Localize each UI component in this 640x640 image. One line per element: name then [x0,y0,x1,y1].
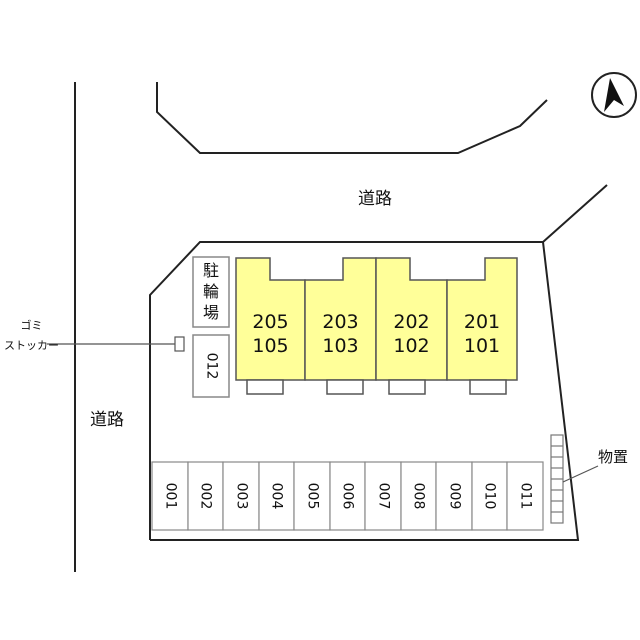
bicycle-parking-box [192,256,230,328]
parking-stall: 009 [436,462,472,530]
stall-label: 005 [303,482,320,510]
stall-label: 007 [374,482,391,510]
unit-201-101: 201 101 [447,310,517,358]
road-label-top: 道路 [358,189,392,209]
unit-upper: 201 [463,311,501,333]
stall-label: 011 [516,482,533,510]
storage-shed [550,434,564,524]
stall-label: 008 [410,482,427,510]
stall-label: 001 [161,482,178,510]
unit-203-103: 203 103 [305,310,376,358]
parking-stall: 006 [330,462,365,530]
unit-lower: 103 [322,335,359,357]
parking-stall: 003 [223,462,259,530]
parking-stall: 011 [507,462,543,530]
road-label-left: 道路 [90,410,124,430]
parking-stall: 010 [472,462,507,530]
stall-012-label: 012 [202,352,219,380]
top-road-boundary [156,82,548,154]
unit-upper: 202 [393,311,430,333]
storage-label: 物置 [598,448,629,466]
parking-stall: 005 [294,462,330,530]
parking-stall: 002 [188,462,223,530]
unit-upper: 205 [252,311,289,333]
unit-205-105: 205 105 [236,310,305,358]
stall-label: 010 [481,482,498,510]
garbage-stocker-box [174,336,185,352]
north-compass-icon [591,72,637,118]
unit-202-102: 202 102 [376,310,447,358]
parking-stall: 007 [365,462,401,530]
unit-lower: 105 [252,335,289,357]
unit-lower: 101 [463,335,501,357]
stall-label: 002 [197,482,214,510]
stall-012-box [192,334,230,398]
garbage-stocker-label: ゴミ ストッカー [4,319,59,352]
lot-right-edge [150,241,580,541]
parking-stall: 004 [259,462,294,530]
stall-label: 003 [232,482,249,510]
unit-lower: 102 [393,335,430,357]
parking-stall: 001 [152,462,188,530]
building-201 [446,257,518,381]
unit-upper: 203 [322,311,359,333]
storage-leader-line [562,465,599,483]
stall-012: 012 [193,335,229,397]
bicycle-parking-label: 駐 輪 場 [202,261,219,322]
parking-stall: 008 [401,462,436,530]
stall-label: 004 [268,482,285,510]
lot-outline [149,184,608,540]
stall-label: 009 [445,482,462,510]
stall-label: 006 [339,482,356,510]
parking-stall-grid [151,461,544,531]
balconies [246,379,507,395]
building-block [235,257,518,381]
